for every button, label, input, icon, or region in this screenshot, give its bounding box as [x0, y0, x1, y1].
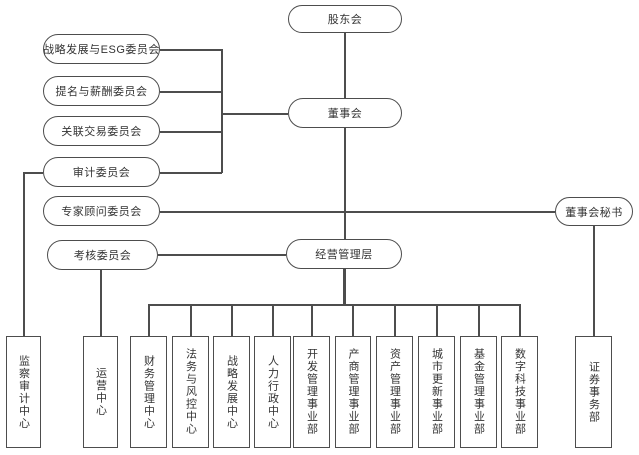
department-label: 法务与风控中心: [184, 348, 197, 436]
committee-box-audit: 审计委员会: [43, 157, 160, 187]
connector-advisory-secretary: [160, 211, 555, 213]
connector-committee-strategy-esg: [160, 49, 222, 51]
department-box-urban-renewal-division: 城市更新事业部: [418, 336, 455, 448]
department-label: 基金管理事业部: [472, 348, 485, 436]
connector-drop-asset: [394, 304, 396, 336]
department-label: 证券事务部: [587, 360, 600, 424]
connector-committee-bus: [221, 49, 223, 173]
connector-committee-related-transactions: [160, 131, 222, 133]
node-shareholders-meeting: 股东会: [288, 5, 402, 33]
connector-committee-nomination: [160, 91, 222, 93]
connector-drop-strategy: [231, 304, 233, 336]
department-box-legal-risk-center: 法务与风控中心: [172, 336, 209, 448]
connector-committee-audit: [160, 172, 222, 174]
connector-drop-fund: [478, 304, 480, 336]
connector-drop-digital-tech: [519, 304, 521, 336]
department-label: 监察审计中心: [17, 354, 30, 430]
connector-drop-hr-admin: [272, 304, 274, 336]
connector-drop-urban-renewal: [436, 304, 438, 336]
connector-bus-board: [221, 113, 288, 115]
department-label: 城市更新事业部: [430, 348, 443, 436]
department-label: 运营中心: [94, 367, 107, 417]
department-label: 资产管理事业部: [388, 348, 401, 436]
department-box-hr-admin-center: 人力行政中心: [254, 336, 291, 448]
connector-shareholders-board: [344, 33, 346, 98]
department-box-fund-management-division: 基金管理事业部: [460, 336, 497, 448]
department-label: 战略发展中心: [225, 354, 238, 430]
department-label: 财务管理中心: [142, 354, 155, 430]
committee-box-nomination-remuneration: 提名与薪酬委员会: [43, 76, 160, 106]
department-label: 人力行政中心: [266, 354, 279, 430]
department-box-operations-center: 运营中心: [83, 336, 118, 448]
department-box-asset-management-division: 资产管理事业部: [376, 336, 413, 448]
connector-drop-industry-commerce: [352, 304, 354, 336]
connector-board-management: [344, 128, 346, 239]
node-board-of-directors: 董事会: [288, 98, 402, 128]
department-label: 数字科技事业部: [513, 348, 526, 436]
connector-audit-supervision-center: [23, 172, 25, 336]
committee-box-related-transactions: 关联交易委员会: [43, 116, 160, 146]
department-box-development-division: 开发管理事业部: [293, 336, 330, 448]
connector-secretary-securities: [593, 226, 595, 336]
connector-drop-development: [311, 304, 313, 336]
connector-drop-finance: [148, 304, 150, 336]
connector-audit-left: [23, 172, 43, 174]
node-management-team: 经营管理层: [286, 239, 402, 269]
committee-box-strategy-esg: 战略发展与ESG委员会: [43, 34, 160, 64]
committee-box-expert-advisory: 专家顾问委员会: [43, 196, 160, 226]
department-label: 开发管理事业部: [305, 348, 318, 436]
connector-drop-legal-risk: [190, 304, 192, 336]
connector-assessment-operations: [100, 270, 102, 336]
department-box-digital-tech-division: 数字科技事业部: [501, 336, 538, 448]
department-box-supervision-audit-center: 监察审计中心: [6, 336, 41, 448]
node-board-secretary: 董事会秘书: [555, 197, 633, 226]
committee-box-assessment: 考核委员会: [47, 240, 158, 270]
department-box-securities-affairs: 证券事务部: [575, 336, 612, 448]
connector-management-bus: [343, 269, 346, 305]
department-box-strategy-center: 战略发展中心: [213, 336, 250, 448]
department-label: 产商管理事业部: [347, 348, 359, 436]
department-box-finance-center: 财务管理中心: [130, 336, 167, 448]
connector-department-bus: [148, 304, 521, 306]
connector-assessment-management: [158, 254, 286, 256]
department-box-industry-commerce-division: 产商管理事业部: [335, 336, 371, 448]
